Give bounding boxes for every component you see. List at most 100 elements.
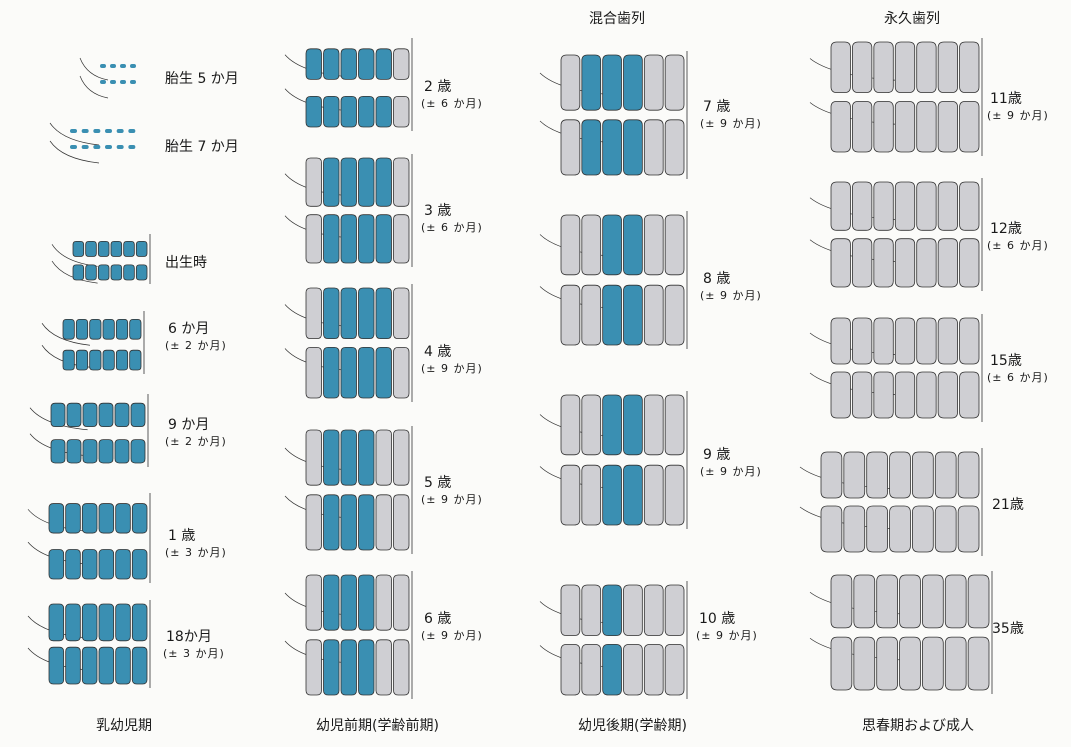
tooth-upper-9-1 [323, 287, 340, 339]
tooth-lower-20-2 [876, 636, 898, 691]
tooth-lower-10-3 [358, 494, 375, 551]
tooth-upper-18-6 [959, 317, 980, 365]
tooth-lower-4-1 [66, 439, 82, 464]
tooth-lower-20-4 [922, 636, 944, 691]
tooth-lower-8-0 [305, 214, 322, 264]
tooth-lower-8-4 [375, 214, 392, 264]
tooth-upper-4-0 [50, 402, 66, 427]
tooth-lower-10-4 [375, 494, 392, 551]
tooth-upper-9-0 [305, 287, 322, 339]
tooth-upper-3-0 [62, 319, 75, 340]
tooth-lower-12-2 [602, 119, 622, 176]
tooth-upper-2-1 [85, 240, 97, 257]
tooth-upper-17-5 [937, 181, 958, 231]
tooth-lower-7-0 [305, 96, 322, 128]
tooth-bud-lower-0-3 [130, 80, 136, 84]
tooth-upper-13-1 [581, 214, 602, 276]
tooth-upper-7-4 [375, 48, 392, 80]
tooth-lower-17-1 [852, 238, 873, 288]
tooth-upper-16-5 [937, 41, 958, 93]
tooth-upper-3-4 [115, 319, 129, 340]
stage-label-10: 5 歳(± 9 か月) [421, 475, 483, 506]
tooth-lower-17-6 [959, 238, 980, 288]
tooth-upper-20-2 [876, 574, 898, 629]
tooth-upper-20-5 [944, 574, 967, 629]
tooth-bud-lower-1-3 [105, 145, 112, 149]
tooth-bud-upper-1-2 [93, 129, 101, 133]
tooth-lower-15-5 [664, 644, 685, 696]
stage-label-8: 3 歳(± 6 か月) [421, 203, 483, 234]
tooth-upper-9-4 [375, 287, 392, 339]
tooth-upper-4-3 [98, 402, 114, 427]
tooth-upper-3-5 [129, 319, 142, 340]
stage-label-15: 10 歳(± 9 か月) [696, 611, 758, 642]
stage-label-16: 11歳(± 9 か月) [987, 91, 1049, 122]
tooth-upper-16-0 [830, 41, 851, 93]
stage-label-4: 9 か月(± 2 か月) [165, 417, 227, 448]
tooth-upper-15-3 [623, 584, 643, 636]
tooth-lower-9-2 [340, 347, 357, 399]
tooth-upper-6-2 [81, 603, 98, 642]
tooth-upper-9-5 [393, 287, 410, 339]
tooth-upper-13-5 [664, 214, 685, 276]
tooth-upper-20-1 [853, 574, 876, 629]
stage-label-18: 15歳(± 6 か月) [987, 353, 1049, 384]
tooth-upper-3-1 [75, 319, 89, 340]
tooth-lower-2-2 [97, 264, 110, 281]
tooth-lower-7-4 [375, 96, 392, 128]
stage-label-14: 9 歳(± 9 か月) [700, 447, 762, 478]
tooth-lower-20-0 [830, 636, 853, 691]
tooth-upper-17-3 [894, 181, 916, 231]
tooth-lower-13-1 [581, 284, 602, 346]
tooth-upper-16-2 [873, 41, 894, 93]
tooth-upper-6-3 [98, 603, 115, 642]
tooth-upper-20-0 [830, 574, 853, 629]
tooth-bud-lower-1-2 [93, 145, 101, 149]
stage-label-7: 2 歳(± 6 か月) [421, 79, 483, 110]
header-permanent-dentition: 永久歯列 [884, 11, 940, 27]
stage-label-9: 4 歳(± 9 か月) [421, 344, 483, 375]
tooth-lower-5-4 [115, 549, 131, 580]
tooth-lower-18-3 [894, 371, 916, 419]
tooth-upper-19-2 [866, 451, 888, 499]
tooth-lower-11-5 [393, 639, 410, 696]
tooth-lower-6-5 [131, 646, 148, 685]
tooth-lower-6-1 [65, 646, 81, 685]
tooth-upper-11-3 [358, 574, 375, 631]
tooth-lower-19-0 [820, 505, 843, 553]
tooth-lower-14-4 [643, 464, 664, 526]
tooth-lower-12-0 [560, 119, 581, 176]
tooth-lower-18-0 [830, 371, 851, 419]
tooth-lower-14-1 [581, 464, 602, 526]
tooth-upper-15-0 [560, 584, 581, 636]
tooth-lower-9-3 [358, 347, 375, 399]
tooth-lower-19-2 [866, 505, 888, 553]
tooth-upper-7-0 [305, 48, 322, 80]
jaw-lower-2 [51, 260, 98, 284]
tooth-upper-11-5 [393, 574, 410, 631]
tooth-lower-2-3 [110, 264, 123, 281]
tooth-upper-7-1 [323, 48, 340, 80]
tooth-lower-10-0 [305, 494, 322, 551]
tooth-lower-13-0 [560, 284, 581, 346]
tooth-bud-upper-0-2 [120, 64, 126, 68]
tooth-upper-13-0 [560, 214, 581, 276]
tooth-upper-5-1 [65, 503, 81, 534]
tooth-lower-19-1 [843, 505, 866, 553]
stage-label-6: 18か月(± 3 か月) [163, 629, 225, 660]
tooth-upper-18-0 [830, 317, 851, 365]
tooth-lower-5-1 [65, 549, 81, 580]
tooth-lower-16-1 [852, 101, 873, 153]
tooth-lower-8-5 [393, 214, 410, 264]
tooth-lower-4-4 [114, 439, 130, 464]
tooth-bud-lower-0-1 [110, 80, 116, 84]
tooth-lower-16-2 [873, 101, 894, 153]
tooth-upper-2-5 [135, 240, 148, 257]
tooth-upper-6-5 [131, 603, 148, 642]
tooth-lower-16-0 [830, 101, 851, 153]
header-mixed-dentition: 混合歯列 [589, 11, 645, 27]
tooth-lower-13-2 [602, 284, 622, 346]
tooth-lower-20-1 [853, 636, 876, 691]
stage-label-17: 12歳(± 6 か月) [987, 221, 1049, 252]
